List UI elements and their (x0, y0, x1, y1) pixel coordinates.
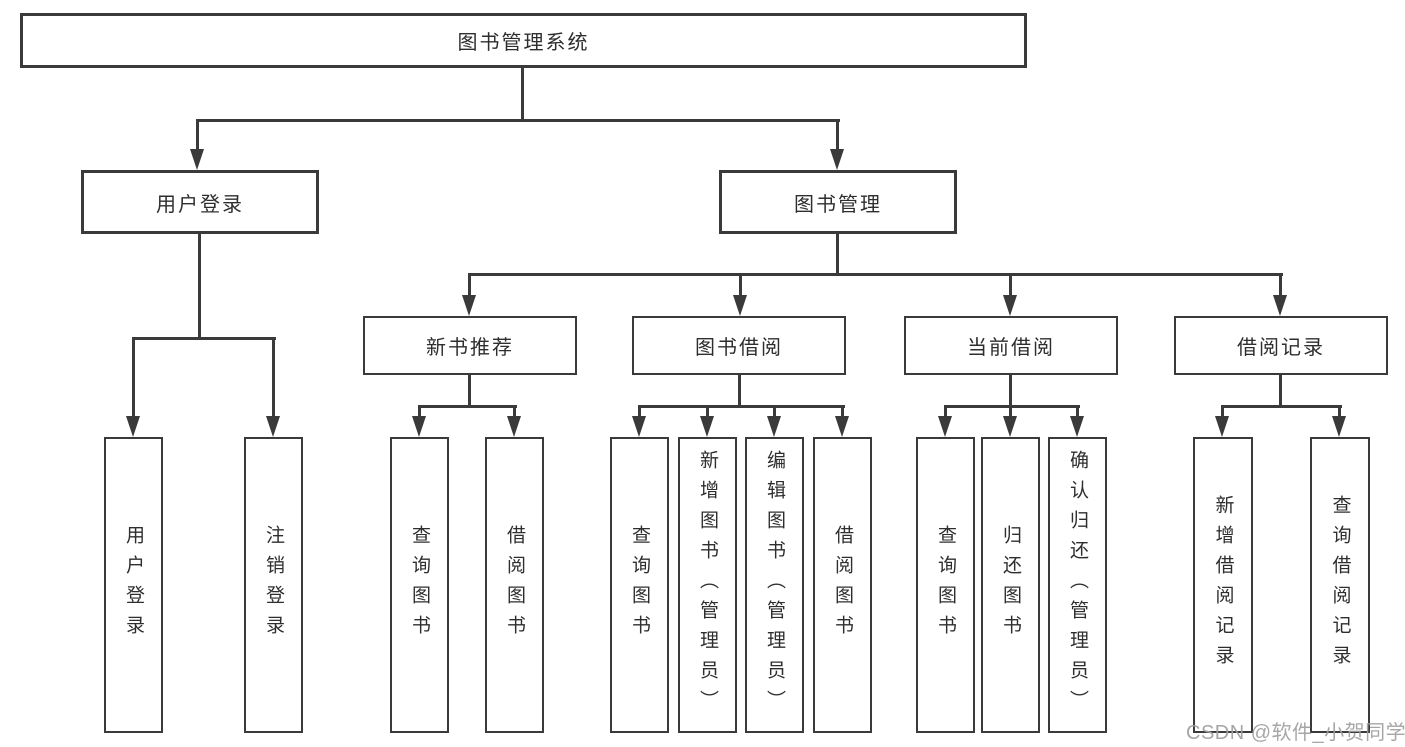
leaf-label: 借阅图书 (832, 525, 853, 645)
leaf-add-books-admin: 新增图书（管理员） (678, 437, 737, 733)
leaf-label: 注销登录 (263, 525, 284, 645)
arrow-down-icon (126, 337, 141, 437)
leaf-borrow-books-recommend: 借阅图书 (485, 437, 544, 733)
connector-v (198, 234, 201, 340)
leaf-user-login: 用户登录 (104, 437, 163, 733)
node-current-borrowing: 当前借阅 (904, 316, 1118, 375)
connector-v (521, 68, 524, 122)
arrow-down-icon (507, 405, 522, 437)
connector-h (468, 273, 1283, 276)
node-library-management-system: 图书管理系统 (20, 13, 1027, 68)
arrow-down-icon (700, 405, 715, 437)
leaf-logout: 注销登录 (244, 437, 303, 733)
leaf-query-borrow-record: 查询借阅记录 (1310, 437, 1370, 733)
leaf-label: 新增借阅记录 (1212, 495, 1234, 675)
connector-h (944, 405, 1080, 408)
leaf-add-borrow-record: 新增借阅记录 (1193, 437, 1253, 733)
connector-h (197, 119, 840, 122)
arrow-down-icon (830, 119, 845, 170)
arrow-down-icon (1003, 273, 1018, 316)
leaf-confirm-return-admin: 确认归还（管理员） (1048, 437, 1107, 733)
leaf-label: 借阅图书 (504, 525, 525, 645)
arrow-down-icon (1215, 405, 1230, 437)
arrow-down-icon (1273, 273, 1288, 316)
arrow-down-icon (1003, 405, 1018, 437)
arrow-down-icon (190, 119, 205, 170)
leaf-label: 查询图书 (629, 525, 650, 645)
connector-h (638, 405, 845, 408)
leaf-label: 新增图书（管理员） (697, 450, 718, 720)
leaf-query-books-borrowing: 查询图书 (610, 437, 669, 733)
leaf-label: 查询借阅记录 (1329, 495, 1351, 675)
connector-h (1221, 405, 1342, 408)
connector-v (738, 375, 741, 408)
leaf-query-books-recommend: 查询图书 (390, 437, 449, 733)
connector-v (468, 375, 471, 408)
arrow-down-icon (632, 405, 647, 437)
arrow-down-icon (1070, 405, 1085, 437)
connector-h (132, 337, 276, 340)
arrow-down-icon (462, 273, 477, 316)
leaf-label: 查询图书 (409, 525, 430, 645)
node-book-borrowing: 图书借阅 (632, 316, 846, 375)
connector-h (418, 405, 517, 408)
connector-v (1279, 375, 1282, 408)
leaf-edit-books-admin: 编辑图书（管理员） (745, 437, 804, 733)
arrow-down-icon (938, 405, 953, 437)
leaf-label: 归还图书 (1000, 525, 1021, 645)
arrow-down-icon (835, 405, 850, 437)
leaf-return-books: 归还图书 (981, 437, 1040, 733)
leaf-query-books-current: 查询图书 (916, 437, 975, 733)
node-user-login: 用户登录 (81, 170, 319, 234)
leaf-label: 编辑图书（管理员） (764, 450, 785, 720)
node-new-book-recommendation: 新书推荐 (363, 316, 577, 375)
leaf-label: 确认归还（管理员） (1067, 450, 1088, 720)
arrow-down-icon (767, 405, 782, 437)
arrow-down-icon (1332, 405, 1347, 437)
node-borrowing-records: 借阅记录 (1174, 316, 1388, 375)
arrow-down-icon (412, 405, 427, 437)
node-book-management: 图书管理 (719, 170, 957, 234)
connector-v (1009, 375, 1012, 408)
connector-v (836, 234, 839, 276)
arrow-down-icon (266, 337, 281, 437)
leaf-label: 查询图书 (935, 525, 956, 645)
leaf-label: 用户登录 (123, 525, 144, 645)
leaf-borrow-books: 借阅图书 (813, 437, 872, 733)
arrow-down-icon (733, 273, 748, 316)
csdn-watermark: CSDN @软件_小贺同学 (1186, 722, 1405, 744)
